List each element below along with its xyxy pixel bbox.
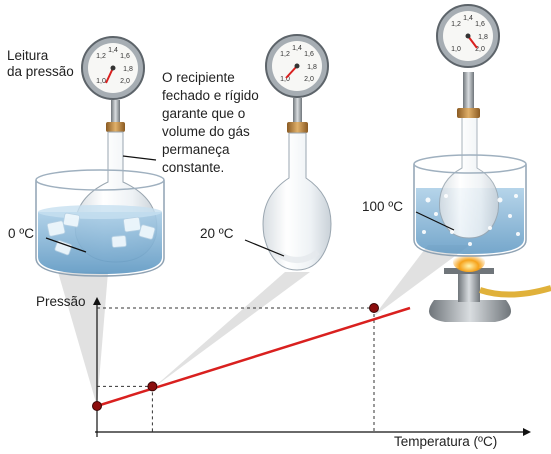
gauge3-tick-3: 1,6: [475, 21, 485, 28]
temp-label-100c: 100 ºC: [362, 199, 403, 214]
pointer-volume: [122, 155, 157, 161]
series-line: [96, 306, 411, 408]
gauge2-tick-6: 1,0: [280, 76, 290, 83]
gauge3-tick-1: 1,2: [451, 21, 461, 28]
gauge3-tick-2: 1,4: [463, 15, 473, 22]
pressure-temperature-graph: [92, 297, 531, 437]
ice-bath-apparatus: 1,2 1,4 1,6 1,8 2,0 1,0: [35, 36, 165, 277]
gauge1-tick-4: 1,8: [123, 66, 133, 73]
note-line-6: constante.: [162, 160, 225, 175]
gauge1-tick-5: 2,0: [120, 78, 130, 85]
pointer-100c: [415, 211, 455, 231]
gauge2-tick-4: 1,8: [307, 64, 317, 71]
y-axis-arrow: [93, 297, 101, 305]
gauge3-tick-5: 2,0: [475, 46, 485, 53]
data-point-2: [369, 303, 379, 313]
gauge1-tick-2: 1,4: [108, 47, 118, 54]
pointer-20c: [244, 239, 285, 257]
pressure-reading-label-line2: da pressão: [7, 64, 74, 79]
temp-label-20c: 20 ºC: [200, 226, 234, 241]
temp-label-0c: 0 ºC: [8, 226, 34, 241]
data-point-0: [92, 401, 102, 411]
gauge2-tick-2: 1,4: [292, 45, 302, 52]
wedge-100c: [374, 245, 470, 316]
data-point-1: [147, 381, 158, 392]
x-axis-arrow: [523, 428, 531, 436]
note-line-3: garante que o: [162, 106, 246, 121]
gauge2-tick-5: 2,0: [304, 76, 314, 83]
gauge1-tick-3: 1,6: [120, 53, 130, 60]
note-line-5: permaneça: [162, 142, 230, 157]
gauge2-tick-3: 1,6: [304, 51, 314, 58]
gauge1-tick-6: 1,0: [96, 78, 106, 85]
wedge-20c: [153, 272, 310, 388]
note-line-2: fechado e rígido: [162, 88, 259, 103]
note-line-1: O recipiente: [162, 70, 235, 85]
y-axis-label: Pressão: [36, 294, 86, 309]
gauge1-tick-1: 1,2: [96, 53, 106, 60]
note-line-4: volume do gás: [162, 124, 250, 139]
x-axis-label: Temperatura (ºC): [394, 434, 498, 449]
pointer-0c: [45, 237, 87, 253]
gauge2-tick-1: 1,2: [280, 51, 290, 58]
boiling-bath-apparatus: 1,2 1,4 1,6 1,8 2,0 1,0: [413, 4, 551, 322]
flask-20c-apparatus: 1,2 1,4 1,6 1,8 2,0 1,0: [262, 34, 332, 271]
gauge3-tick-6: 1,0: [451, 46, 461, 53]
pressure-reading-label-line1: Leitura: [7, 48, 49, 63]
gauge3-tick-4: 1,8: [478, 34, 488, 41]
wedge-0c: [58, 272, 108, 406]
